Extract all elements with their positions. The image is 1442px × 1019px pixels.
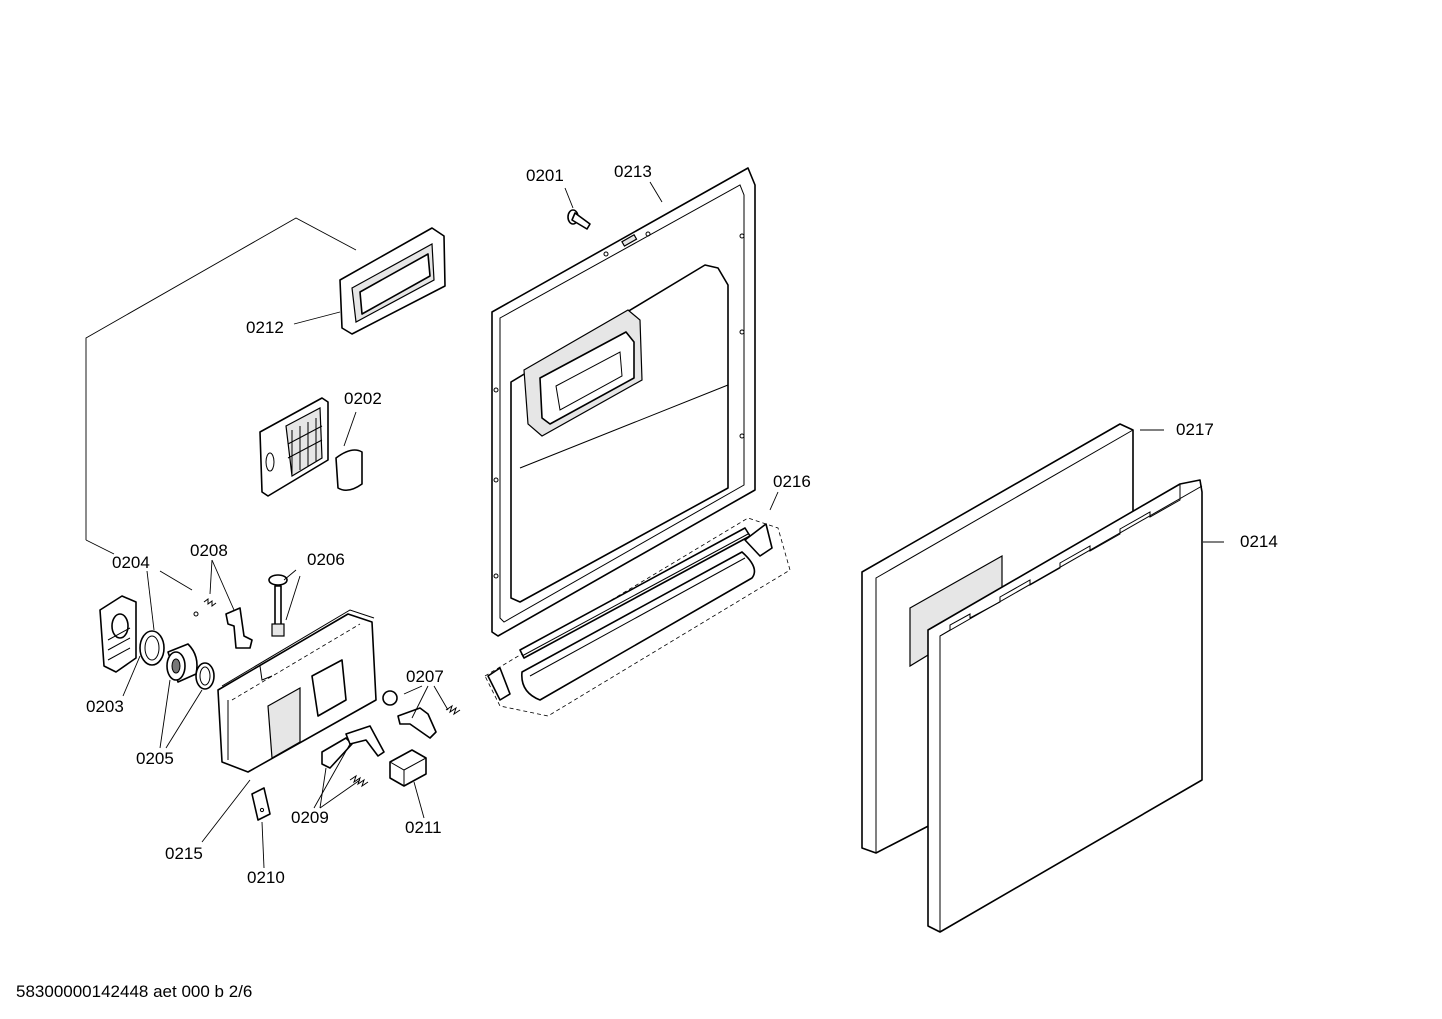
- part-0204-nozzle: [166, 643, 198, 683]
- part-0216-bottom-strip: [484, 517, 791, 717]
- part-0208-spring-lever: [193, 598, 253, 649]
- label-0203: 0203: [86, 697, 124, 716]
- label-0206: 0206: [307, 550, 345, 569]
- part-0212-lid-frame: [339, 227, 446, 335]
- label-0210: 0210: [247, 868, 285, 887]
- leader-lines: [85, 181, 1224, 869]
- part-0207-catch-parts: [382, 690, 461, 739]
- label-0201: 0201: [526, 166, 564, 185]
- part-0202-dispenser-cover: [259, 397, 363, 497]
- label-0213: 0213: [614, 162, 652, 181]
- label-0202: 0202: [344, 389, 382, 408]
- label-0211: 0211: [405, 818, 442, 837]
- label-0217: 0217: [1176, 420, 1214, 439]
- label-0209: 0209: [291, 808, 329, 827]
- part-0213-inner-door: [491, 167, 756, 637]
- part-0206-plunger: [268, 574, 288, 637]
- label-0214: 0214: [1240, 532, 1278, 551]
- part-0210-clip: [251, 787, 271, 821]
- label-0212: 0212: [246, 318, 284, 337]
- label-0205: 0205: [136, 749, 174, 768]
- label-0215: 0215: [165, 844, 203, 863]
- part-0215-dispenser-body: [217, 609, 377, 773]
- label-0208: 0208: [190, 541, 228, 560]
- part-0211-switch: [389, 749, 427, 787]
- part-0201-screw: [567, 209, 591, 230]
- label-0207: 0207: [406, 667, 444, 686]
- drawing-code: 58300000142448 aet 000 b 2/6: [16, 982, 252, 1001]
- part-0203-rinse-aid-cap: [99, 595, 137, 673]
- part-0214-decor-panel: [927, 479, 1203, 933]
- part-0205-seal-rings: [139, 630, 215, 690]
- part-0209-latch-parts: [321, 725, 385, 788]
- label-0216: 0216: [773, 472, 811, 491]
- label-0204: 0204: [112, 553, 150, 572]
